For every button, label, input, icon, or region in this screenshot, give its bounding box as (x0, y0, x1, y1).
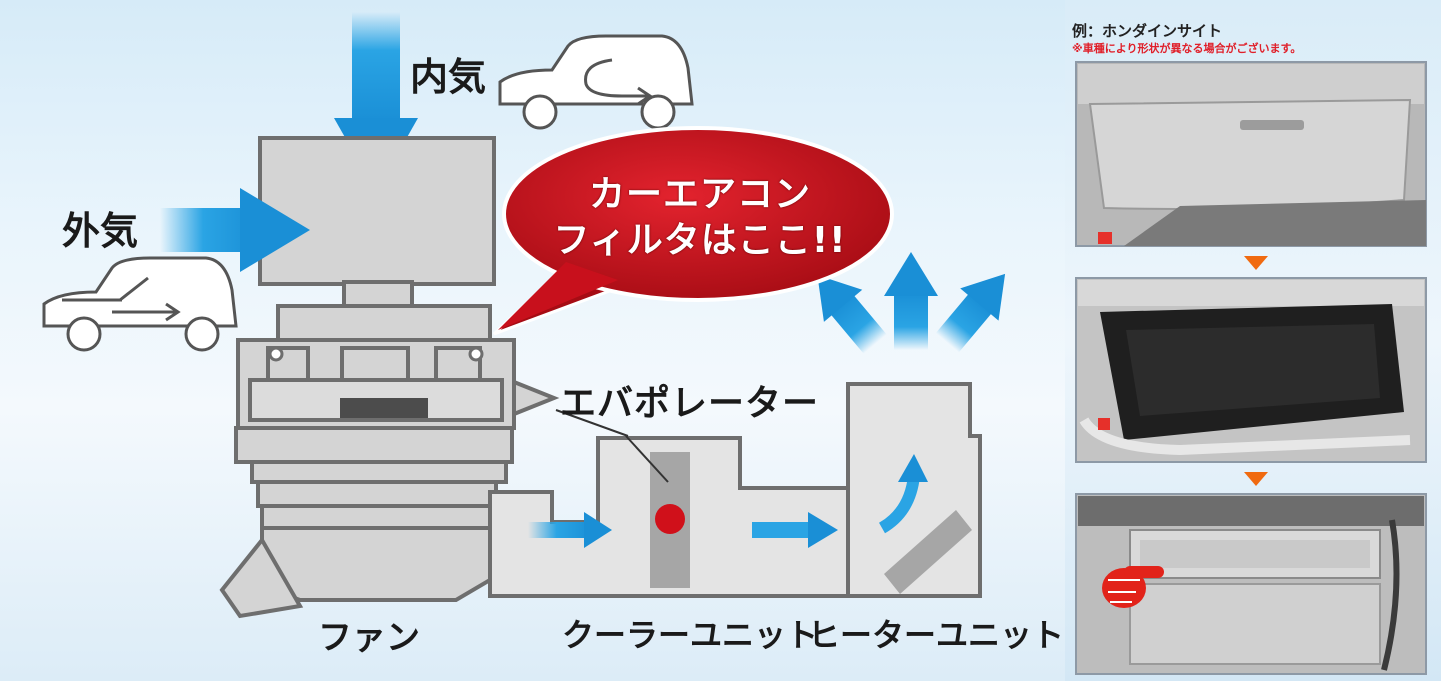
callout-line-1: カーエアコン (588, 174, 811, 215)
heater-unit-label: ヒーターユニット (808, 616, 1065, 654)
inside-air-car-icon (498, 34, 694, 130)
example-caption: 例：ホンダインサイト (1072, 22, 1223, 40)
step-arrow-2 (1244, 472, 1268, 486)
intake-neck (342, 280, 414, 310)
flow-arrow-heater-up (878, 454, 928, 534)
cooler-unit-label: クーラーユニット (562, 616, 819, 654)
step-arrow-1 (1244, 256, 1268, 270)
heater-core (884, 510, 972, 594)
cabin-air-filter (340, 398, 428, 418)
evaporator-leader (625, 435, 669, 483)
photo-filter-exposed (1075, 493, 1427, 675)
filter-location-callout (492, 126, 894, 336)
flow-arrow-to-cooler (528, 512, 612, 548)
outlet-arrows (817, 252, 1006, 354)
fan-label: ファン (318, 618, 420, 658)
outside-air-label: 外気 (62, 209, 139, 253)
fan-housing (219, 426, 514, 619)
pointing-hand-icon (1102, 566, 1164, 608)
air-intake-box (258, 136, 496, 286)
photo-glovebox-open (1075, 277, 1427, 463)
filter-clip-left (268, 346, 284, 362)
filter-clip-right (468, 346, 484, 362)
evaporator-leader-2 (555, 409, 629, 437)
outside-air-arrow (160, 188, 310, 272)
evaporator-marker (655, 504, 685, 534)
callout-text: カーエアコン フィルタはここ!! (520, 172, 880, 264)
callout-line-2: フィルタはここ!! (553, 220, 847, 261)
outside-air-car-icon (42, 256, 238, 352)
photo-glovebox-closed (1075, 61, 1427, 247)
example-note: ※車種により形状が異なる場合がございます。 (1072, 42, 1302, 55)
cooler-unit (488, 409, 850, 598)
inside-air-label: 内気 (410, 55, 487, 99)
flow-arrow-to-heater (752, 512, 838, 548)
evaporator-label: エバポレーター (560, 383, 820, 424)
